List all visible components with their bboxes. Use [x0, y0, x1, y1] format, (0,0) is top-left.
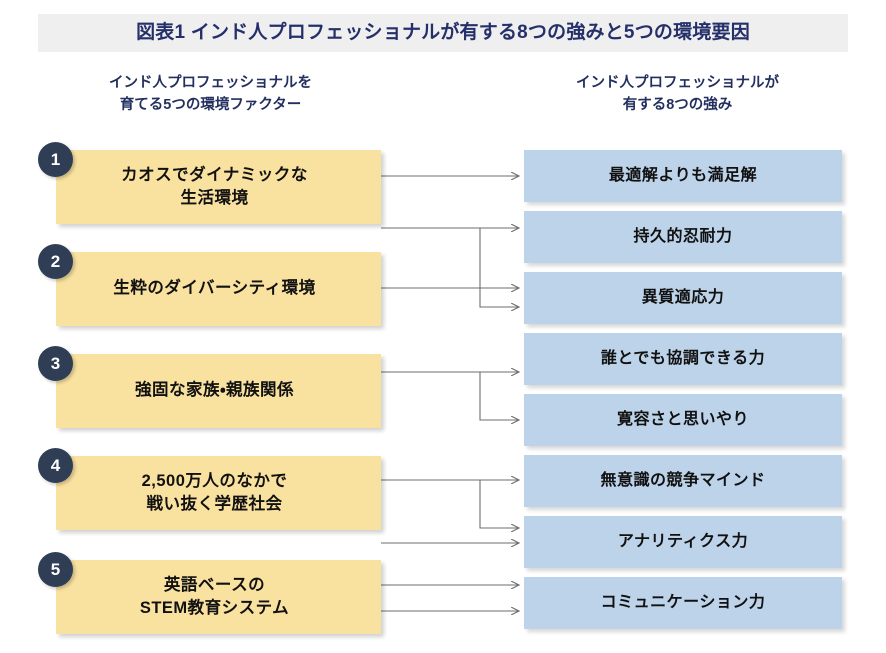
environment-factor-label: 生粋のダイバーシティ環境	[113, 277, 315, 300]
strength-box-3: 異質適応力	[524, 272, 842, 324]
right-column-header-line2: 有する8つの強み	[622, 97, 733, 114]
environment-factor-label-line1: 2,500万人のなかで	[141, 471, 288, 490]
left-column-header: インド人プロフェッショナルを 育てる5つの環境ファクター	[38, 72, 383, 117]
environment-factor-label-line2: 生活環境	[180, 189, 249, 207]
left-column-header-line2: 育てる5つの環境ファクター	[119, 97, 302, 114]
factor-number-text: 1	[50, 149, 61, 169]
factor-number-text: 5	[50, 559, 61, 579]
strength-label: 寛容さと思いやり	[616, 410, 749, 428]
environment-factor-label-line1: 生粋のダイバーシティ環境	[113, 279, 316, 298]
strength-box-8: コミュニケーション力	[524, 577, 842, 629]
strength-label: 無意識の競争マインド	[600, 471, 766, 489]
environment-factor-label-line1: 英語ベースの	[163, 575, 266, 594]
factor-number-text: 4	[50, 455, 61, 475]
strength-label: 最適解よりも満足解	[608, 166, 758, 184]
factor-number-text: 3	[50, 353, 61, 373]
strength-box-7: アナリティクス力	[524, 516, 842, 568]
connector-arrow-8	[381, 479, 519, 528]
strength-box-6: 無意識の競争マインド	[524, 455, 842, 507]
strength-box-5: 寛容さと思いやり	[524, 394, 842, 446]
strength-label: 異質適応力	[641, 288, 725, 306]
factor-number-badge-3: 3	[38, 346, 73, 381]
strength-label: アナリティクス力	[617, 532, 749, 550]
factor-number-badge-2: 2	[38, 244, 73, 279]
strength-box-2: 持久的忍耐力	[524, 211, 842, 263]
page-title: 図表1 インド人プロフェッショナルが有する8つの強みと5つの環境要因	[136, 22, 750, 43]
environment-factor-box-4: 2,500万人のなかで戦い抜く学歴社会	[56, 456, 381, 530]
factor-number-badge-5: 5	[38, 552, 73, 587]
environment-factor-label: 強固な家族・親族関係	[135, 379, 294, 402]
environment-factor-box-2: 生粋のダイバーシティ環境	[56, 252, 381, 326]
environment-factor-label-line2: 戦い抜く学歴社会	[146, 495, 283, 513]
environment-factor-box-5: 英語ベースの STEM教育システム	[56, 560, 381, 634]
strength-box-1: 最適解よりも満足解	[524, 150, 842, 202]
right-column-header: インド人プロフェッショナルが 有する8つの強み	[505, 72, 850, 117]
connector-arrow-6	[381, 371, 519, 420]
factor-number-badge-1: 1	[38, 142, 73, 177]
factor-number-badge-4: 4	[38, 448, 73, 483]
environment-factor-box-3: 強固な家族・親族関係	[56, 354, 381, 428]
factor-number-text: 2	[50, 251, 61, 271]
left-column-header-line1: インド人プロフェッショナルを	[109, 75, 312, 91]
strength-box-4: 誰とでも協調できる力	[524, 333, 842, 385]
environment-factor-box-1: カオスでダイナミックな生活環境	[56, 150, 381, 224]
environment-factor-label: カオスでダイナミックな生活環境	[121, 164, 308, 211]
environment-factor-label-line1: 強固な家族・親族関係	[134, 381, 295, 400]
strength-label: 持久的忍耐力	[633, 227, 733, 245]
strength-label: コミュニケーション力	[600, 593, 766, 611]
connector-arrow-4	[381, 227, 519, 307]
right-column-header-line1: インド人プロフェッショナルが	[576, 75, 779, 91]
environment-factor-label: 2,500万人のなかで戦い抜く学歴社会	[142, 470, 288, 517]
environment-factor-label-line2: STEM教育システム	[139, 599, 290, 617]
environment-factor-label-line1: カオスでダイナミックな	[121, 165, 308, 184]
strength-label: 誰とでも協調できる力	[600, 349, 766, 367]
environment-factor-label: 英語ベースの STEM教育システム	[140, 574, 289, 621]
title-band	[38, 14, 848, 52]
